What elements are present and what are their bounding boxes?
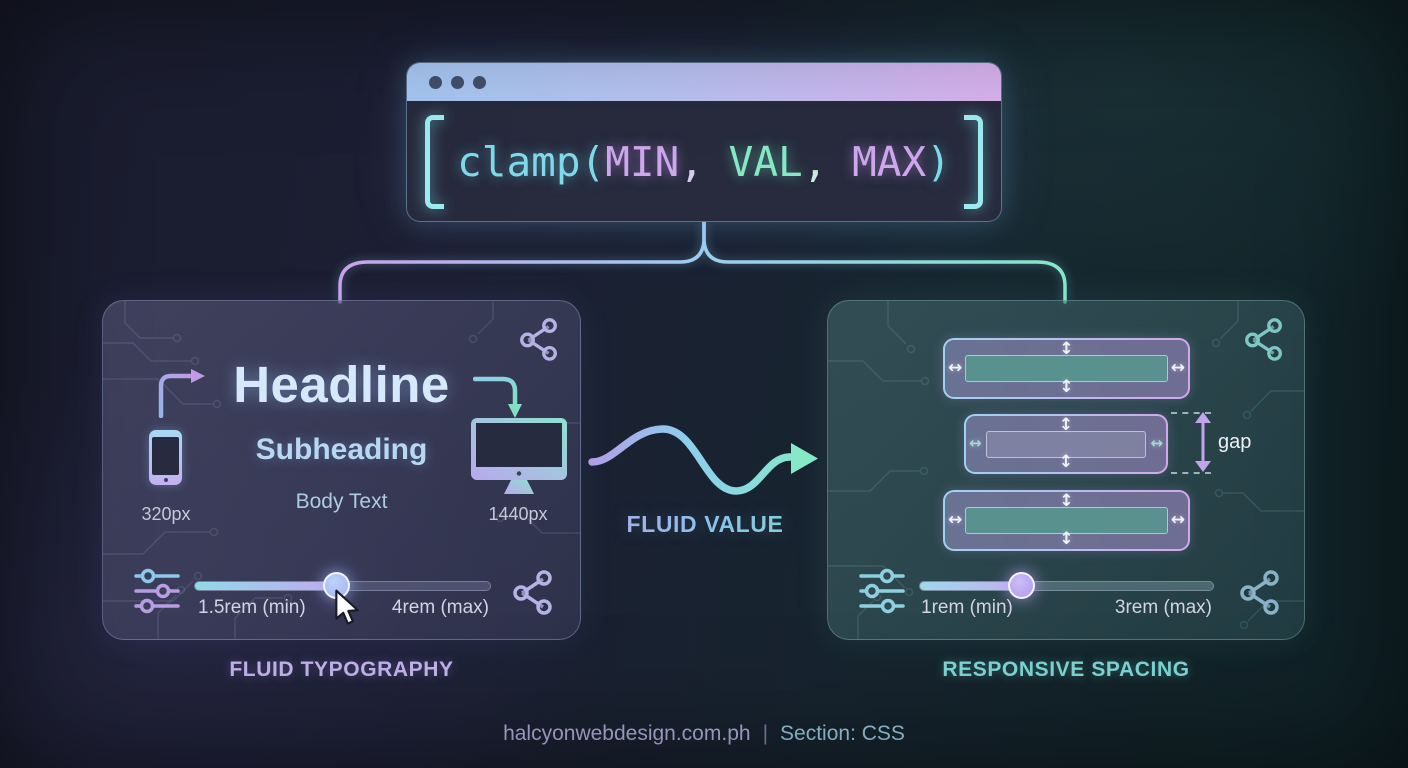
- window-dot-icon[interactable]: [429, 75, 442, 89]
- spacing-card-title: RESPONSIVE SPACING: [942, 658, 1190, 681]
- padding-arrow-vertical-icon: ↕: [1059, 377, 1074, 397]
- subheading-sample-text: Subheading: [255, 433, 428, 466]
- connector-right-branch: [702, 220, 1067, 304]
- padding-arrow-vertical-icon: ↕: [1059, 529, 1074, 549]
- slider-max-label: 3rem (max): [1114, 597, 1212, 618]
- padding-arrow-horizontal-icon: ↔: [1170, 357, 1185, 378]
- slider-max-label: 4rem (max): [391, 597, 489, 618]
- share-icon[interactable]: [1241, 316, 1287, 362]
- headline-sample-text: Headline: [233, 356, 450, 413]
- arrow-down-right-icon: [473, 376, 522, 418]
- fluid-wave-arrow-icon: [588, 425, 818, 495]
- typography-card-title: FLUID TYPOGRAPHY: [229, 658, 454, 681]
- gap-dashed-line: [1171, 472, 1211, 474]
- slider-min-label: 1rem (min): [921, 597, 1013, 618]
- padding-arrow-vertical-icon: ↕: [1058, 452, 1074, 472]
- fluid-typography-card: Headline Subheading Body Text 320px: [102, 300, 581, 640]
- spacing-box-padding-area: ↕ ↕ ↔ ↔: [945, 492, 1188, 549]
- padding-arrow-horizontal-icon: ↔: [1170, 509, 1185, 530]
- gap-dashed-line: [1171, 412, 1211, 414]
- padding-arrow-vertical-icon: ↕: [1059, 491, 1074, 511]
- content-block: [965, 355, 1168, 382]
- code-close-paren: ): [926, 138, 951, 186]
- spacing-slider-thumb[interactable]: [1007, 572, 1035, 599]
- phone-icon: [149, 430, 182, 485]
- slider-min-label: 1.5rem (min): [198, 597, 306, 618]
- window-dot-icon[interactable]: [473, 75, 486, 89]
- spacing-box: ↕ ↕ ↔ ↔: [943, 338, 1190, 399]
- padding-arrow-vertical-icon: ↕: [1058, 415, 1074, 435]
- arrow-up-right-icon: [158, 369, 205, 418]
- footer-section-label: Section: CSS: [780, 722, 905, 745]
- spacing-box: ↕ ↕ ↔ ↔: [943, 490, 1190, 551]
- close-bracket-icon: [963, 115, 983, 209]
- min-viewport-label: 320px: [141, 504, 191, 524]
- cursor-icon: [335, 589, 359, 625]
- share-icon[interactable]: [516, 316, 562, 362]
- code-arg-val: VAL: [728, 138, 803, 186]
- typography-slider-fill: [195, 582, 337, 590]
- padding-arrow-horizontal-icon: ↔: [948, 509, 963, 530]
- window-titlebar: [407, 63, 1001, 101]
- code-window: clamp(MIN, VAL, MAX): [406, 62, 1002, 222]
- spacing-slider-fill: [920, 582, 1022, 590]
- footer-site-link[interactable]: halcyonwebdesign.com.ph: [503, 722, 751, 745]
- monitor-icon: [471, 418, 567, 494]
- responsive-spacing-card: ↕ ↕ ↔ ↔ ↕ ↕ ↔ ↔ ↕ ↕ ↔ ↔: [827, 300, 1305, 640]
- gap-measure-arrow-icon: [1195, 412, 1211, 472]
- sliders-icon[interactable]: [857, 566, 907, 616]
- window-dot-icon[interactable]: [451, 75, 464, 89]
- code-arg-min: MIN: [605, 138, 680, 186]
- padding-arrow-horizontal-icon: ↔: [1150, 434, 1163, 453]
- code-function: clamp(: [457, 138, 606, 186]
- padding-arrow-horizontal-icon: ↔: [948, 357, 963, 378]
- max-viewport-label: 1440px: [488, 504, 548, 524]
- content-block: [965, 507, 1168, 534]
- padding-arrow-vertical-icon: ↕: [1059, 339, 1074, 359]
- spacing-box-padding-area: ↕ ↕ ↔ ↔: [966, 416, 1166, 472]
- footer-divider: |: [762, 722, 769, 745]
- share-icon[interactable]: [509, 568, 557, 616]
- phone-home-button: [163, 477, 168, 482]
- body-sample-text: Body Text: [295, 490, 388, 513]
- gap-label: gap: [1218, 431, 1252, 453]
- sliders-icon[interactable]: [132, 566, 182, 616]
- connector-left-branch: [338, 220, 706, 304]
- content-block: [986, 431, 1146, 458]
- footer: halcyonwebdesign.com.ph | Section: CSS: [0, 722, 1408, 746]
- share-icon[interactable]: [1236, 568, 1284, 616]
- fluid-value-label: FLUID VALUE: [585, 511, 825, 538]
- spacing-box-padding-area: ↕ ↕ ↔ ↔: [945, 340, 1188, 397]
- open-bracket-icon: [425, 115, 445, 209]
- spacing-slider-track[interactable]: [919, 572, 1214, 599]
- code-separator: ,: [802, 138, 853, 186]
- clamp-code: clamp(MIN, VAL, MAX): [457, 138, 951, 186]
- code-area: clamp(MIN, VAL, MAX): [407, 101, 1001, 221]
- padding-arrow-horizontal-icon: ↔: [969, 434, 982, 453]
- code-separator: ,: [679, 138, 729, 186]
- spacing-box: ↕ ↕ ↔ ↔: [964, 414, 1168, 474]
- phone-screen: [152, 437, 179, 475]
- code-arg-max: MAX: [852, 138, 927, 186]
